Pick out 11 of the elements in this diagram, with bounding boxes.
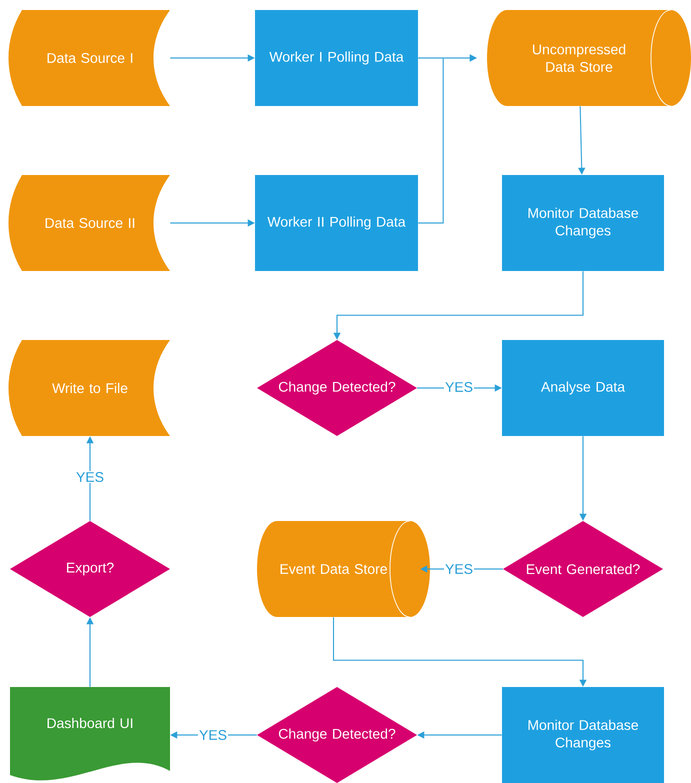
edge-label: YES bbox=[75, 471, 105, 483]
edge-label: YES bbox=[198, 729, 228, 741]
process-box: Monitor Database Changes bbox=[502, 175, 664, 271]
process-box: Analyse Data bbox=[502, 340, 664, 436]
data-store-cylinder: Uncompressed Data Store bbox=[487, 10, 691, 106]
process-box: Monitor Database Changes bbox=[502, 687, 664, 783]
process-box: Worker II Polling Data bbox=[255, 175, 418, 271]
data-store-cylinder: Event Data Store bbox=[257, 520, 430, 618]
edge-label: YES bbox=[444, 563, 474, 575]
process-box: Worker I Polling Data bbox=[255, 10, 418, 106]
edge-label: YES bbox=[444, 381, 474, 393]
